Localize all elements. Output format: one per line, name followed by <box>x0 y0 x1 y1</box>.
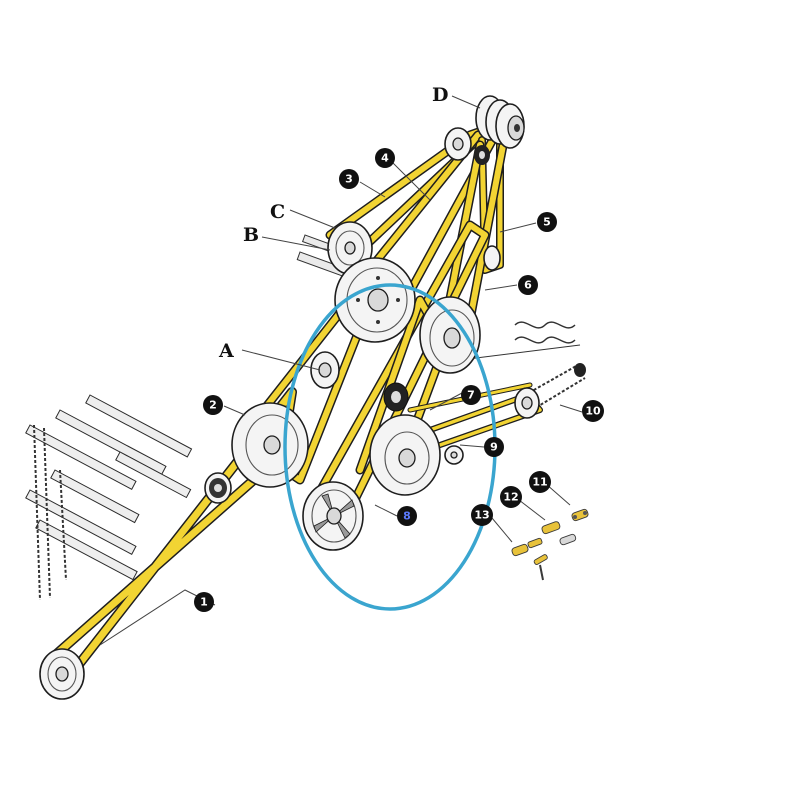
pulley-bottom-left <box>39 648 85 700</box>
callout-5: 5 <box>537 212 557 232</box>
callout-8: 8 <box>397 506 417 526</box>
callout-13: 13 <box>471 504 493 526</box>
pulley-D-stack <box>475 95 525 149</box>
pulley-large-upper <box>334 257 416 343</box>
callout-2-text: 2 <box>209 399 217 412</box>
label-C: C <box>270 201 285 223</box>
callout-6-text: 6 <box>524 279 532 292</box>
idler-A <box>310 351 340 389</box>
chain-link-13 <box>511 543 548 581</box>
pulley-D-left <box>444 127 472 161</box>
pulley-8 <box>302 481 364 551</box>
callout-2: 2 <box>203 395 223 415</box>
callout-10: 10 <box>582 400 604 422</box>
callout-11-text: 11 <box>532 476 547 489</box>
callout-6: 6 <box>518 275 538 295</box>
callout-9: 9 <box>484 437 504 457</box>
idler-D-black <box>474 145 490 165</box>
pulley-7 <box>369 414 441 496</box>
callout-3-text: 3 <box>345 173 353 186</box>
pulley-6 <box>419 296 481 374</box>
chain-link-11 <box>571 508 589 522</box>
callout-13-text: 13 <box>474 509 489 522</box>
callout-4: 4 <box>375 148 395 168</box>
chain-link-12 <box>527 521 577 549</box>
callout-9-text: 9 <box>490 441 498 454</box>
label-D: D <box>432 84 448 106</box>
idler-left <box>204 472 232 504</box>
pulley-5-lower <box>483 245 501 271</box>
sprocket-10 <box>514 363 586 419</box>
callout-7-text: 7 <box>467 389 475 402</box>
callout-12-text: 12 <box>503 491 518 504</box>
callout-4-text: 4 <box>381 152 389 165</box>
callout-1-text: 1 <box>200 596 208 609</box>
label-A: A <box>218 340 234 362</box>
pulley-2 <box>231 402 309 488</box>
callout-5-text: 5 <box>543 216 551 229</box>
callout-7: 7 <box>461 385 481 405</box>
callout-3: 3 <box>339 169 359 189</box>
callout-12: 12 <box>500 486 522 508</box>
idler-right <box>444 445 464 465</box>
auger-spiral <box>459 321 581 361</box>
callout-1: 1 <box>194 592 214 612</box>
belt-7 <box>310 220 490 535</box>
label-B: B <box>243 224 259 246</box>
idler-center <box>383 382 409 412</box>
header-chain-conveyor <box>25 394 193 601</box>
callout-8-text: 8 <box>403 510 411 523</box>
callout-11: 11 <box>529 471 551 493</box>
callout-10-text: 10 <box>585 405 601 418</box>
